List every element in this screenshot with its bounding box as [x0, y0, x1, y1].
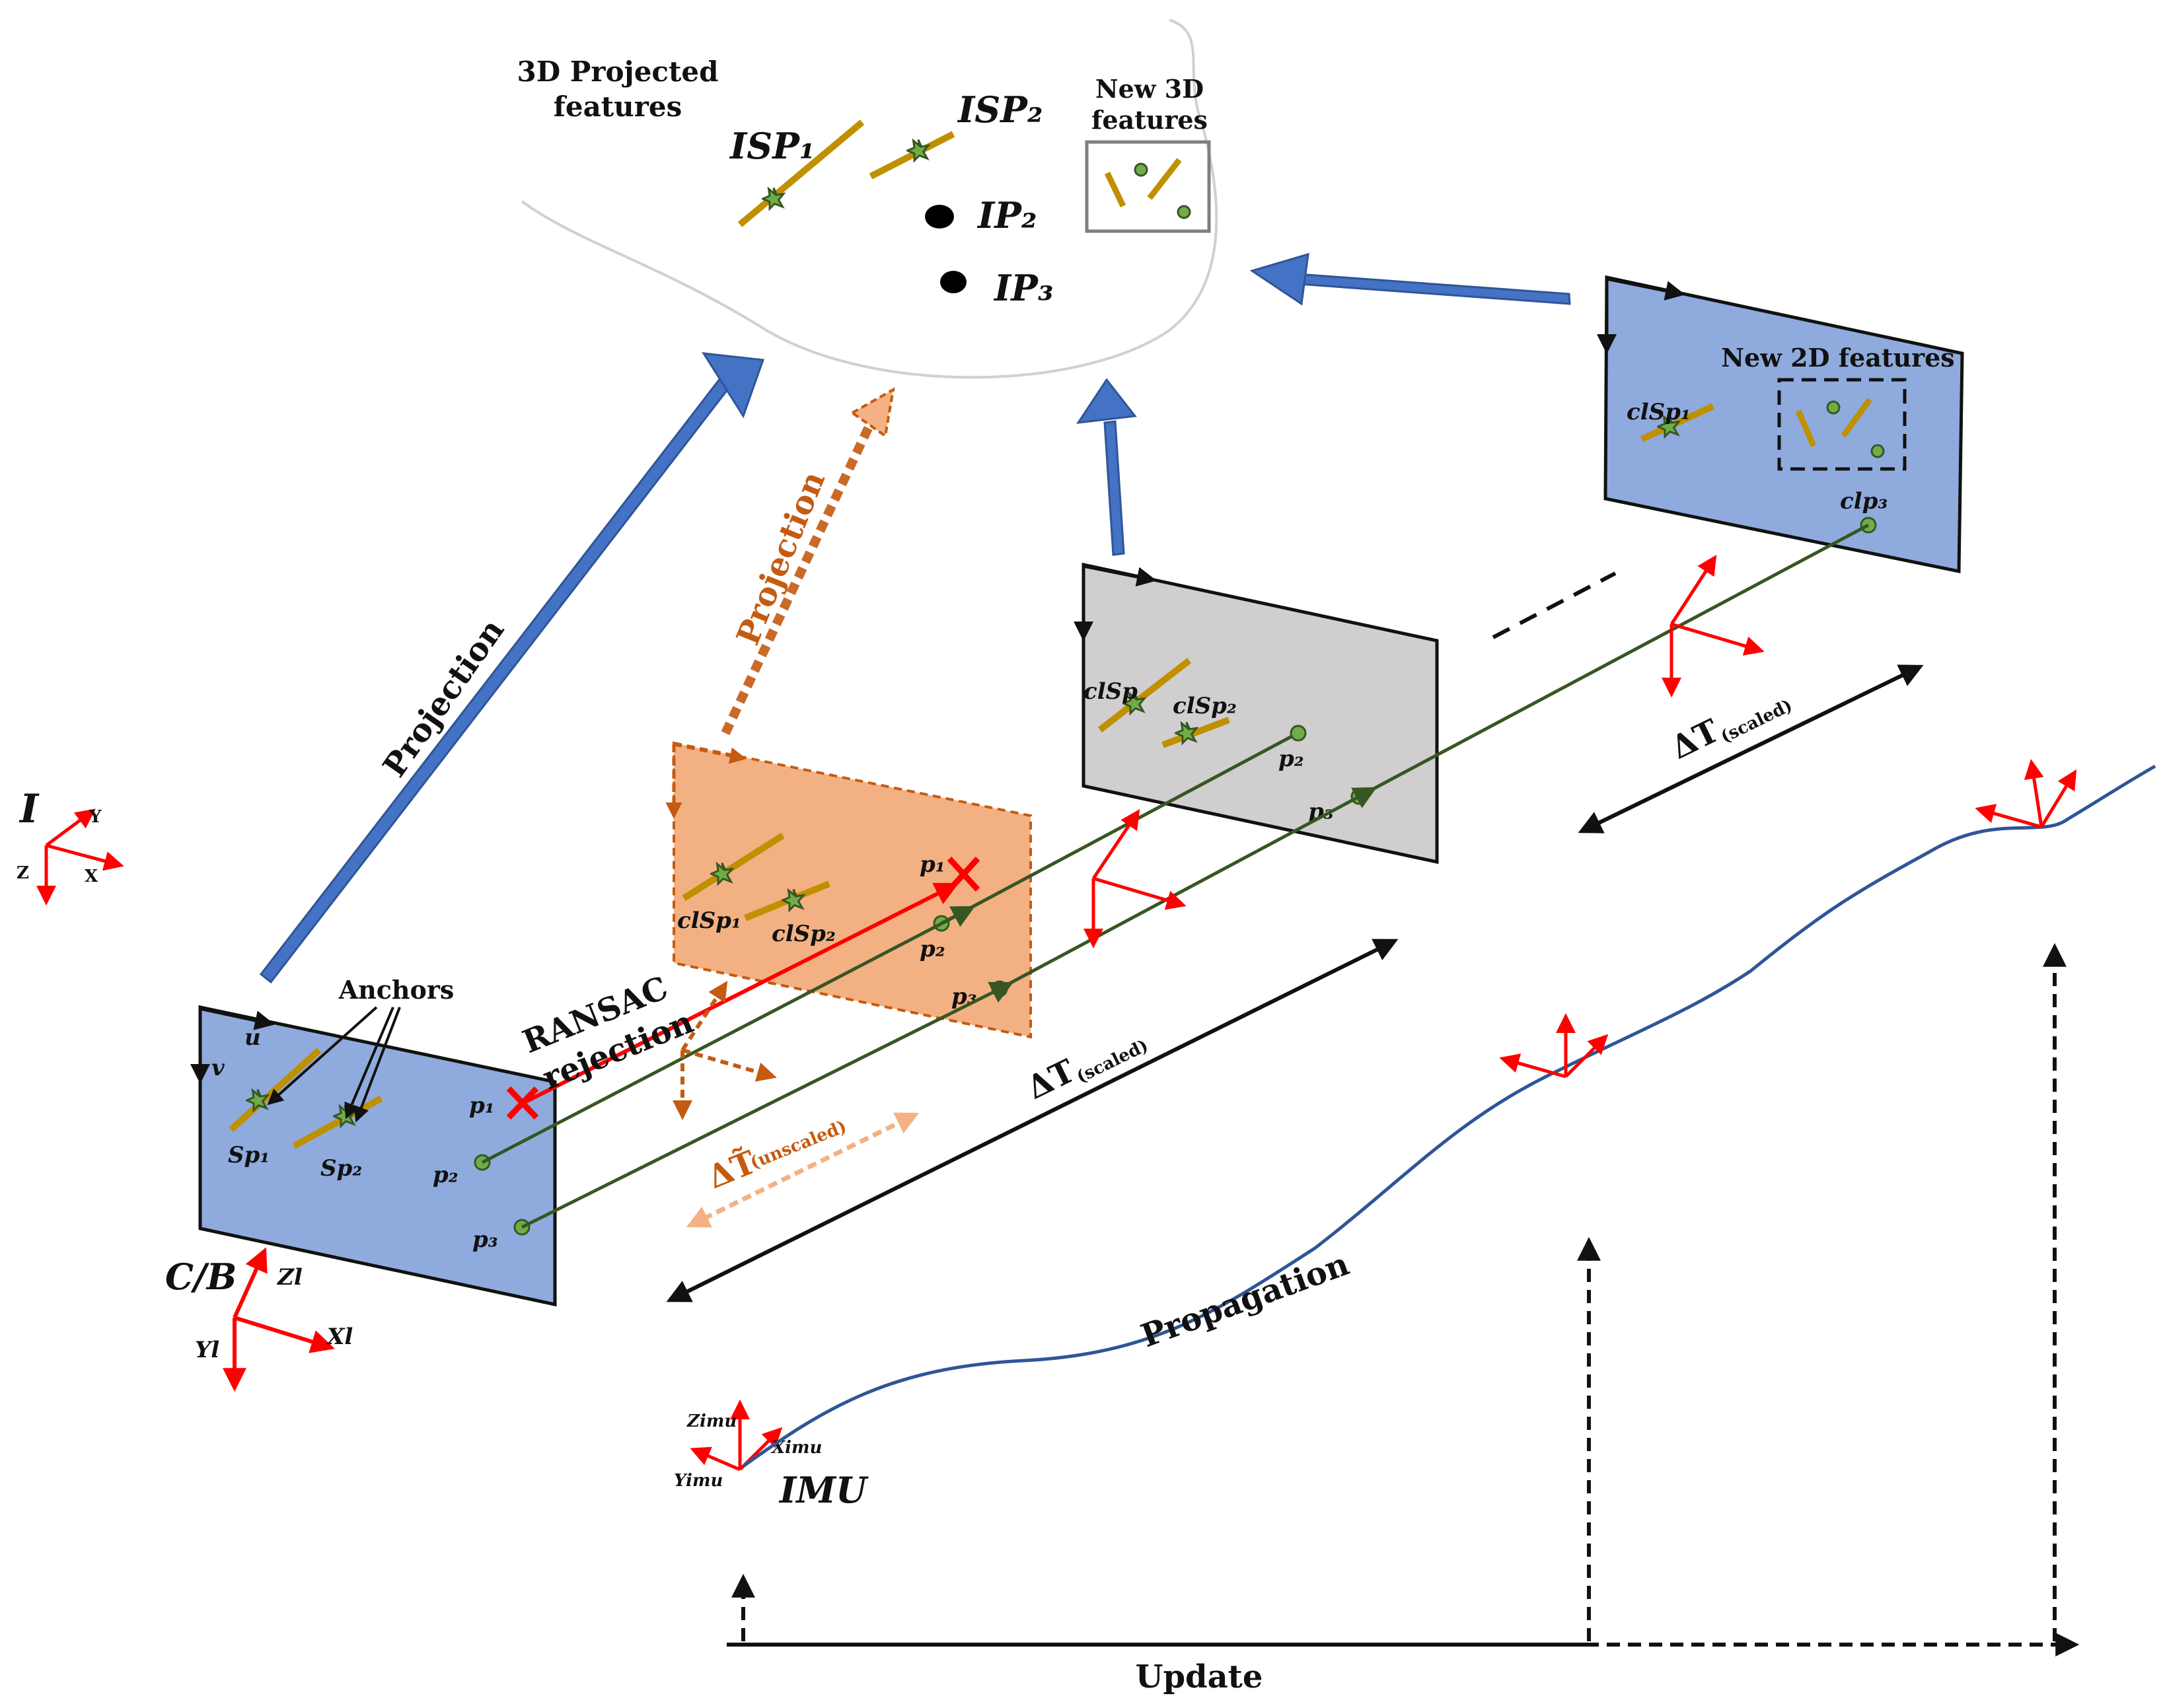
- latest-frame-clp3-label: clp₃: [1840, 488, 1888, 515]
- gray-frame-line-feature-2: [1161, 717, 1230, 748]
- p3-track-2: [998, 787, 1377, 991]
- projected-line-feature-2: [869, 131, 955, 180]
- projection-arrow-right: [1249, 252, 1571, 306]
- inertial-frame-label: I: [18, 786, 40, 832]
- delta-t-unscaled-sub: (unscaled): [747, 1117, 849, 1174]
- isp2-label: ISP₂: [957, 89, 1043, 131]
- gray-frame-clsp-label: clSp: [1083, 678, 1138, 705]
- projected-point-p3: [940, 271, 967, 293]
- camera-frame-label: C/B: [165, 1256, 237, 1298]
- orange-frame-p2-label: p₂: [920, 936, 945, 962]
- latest-frame-line-feature: [1640, 403, 1715, 443]
- projected-features-title-1: 3D Projected: [517, 55, 719, 88]
- sp2-label: Sp₂: [320, 1155, 362, 1182]
- delta-t-scaled-right-arrow: [1578, 664, 1924, 834]
- new-3d-features-title-2: features: [1091, 105, 1208, 135]
- gray-frame-clsp2-label: clSp₂: [1173, 693, 1237, 719]
- inertial-x-label: X: [85, 867, 98, 886]
- u-axis-label: u: [244, 1024, 261, 1051]
- inertial-frame-axes: [36, 808, 124, 906]
- anchors-arrow-1: [267, 1006, 378, 1106]
- camera-y-label: Yl: [195, 1337, 219, 1363]
- ip3-label: IP₃: [993, 267, 1054, 309]
- inertial-y-label: Y: [89, 807, 102, 827]
- isp1-label: ISP₁: [729, 125, 815, 167]
- inertial-z-label: Z: [17, 863, 29, 883]
- gray-frame-line-feature-1: [1097, 658, 1192, 732]
- scaled-frame-axes-1: [1083, 809, 1187, 948]
- projected-line-feature-1: [737, 120, 865, 227]
- trajectory-frame-axes-2: [1975, 759, 2077, 829]
- new-3d-features-box: [1085, 140, 1211, 233]
- sp1-label: Sp₁: [228, 1142, 270, 1168]
- update-label: Update: [1136, 1658, 1263, 1695]
- frame-latest: [1603, 275, 1964, 574]
- new-2d-features-box: [1777, 378, 1907, 471]
- gray-frame-point-p2: [1290, 725, 1307, 742]
- anchor-p1-rejected-icon: [506, 1086, 539, 1120]
- camera-frame-axes: [223, 1247, 335, 1392]
- imu-y-label: Yimu: [674, 1471, 723, 1491]
- projection-arrow-left: [259, 352, 765, 984]
- anchor-p3-label: p₃: [472, 1227, 498, 1253]
- orange-frame-p1-label: p₁: [920, 851, 945, 878]
- new-2d-features-label: New 2D features: [1721, 343, 1954, 373]
- continuation-dashes: [1492, 571, 1617, 639]
- projection-arrow-orange: [721, 387, 895, 735]
- camera-z-label: Zl: [276, 1264, 303, 1291]
- anchor-p1-label: p₁: [469, 1092, 495, 1119]
- projected-point-p2: [925, 205, 954, 229]
- trajectory-frame-axes-1: [1499, 1013, 1609, 1079]
- delta-t-scaled-right-sub: (scaled): [1718, 695, 1796, 747]
- delta-t-unscaled-label: ΔT̃: [702, 1143, 762, 1196]
- orange-frame-clsp1-label: clSp₁: [677, 907, 741, 934]
- map-cloud-outline: [521, 18, 1218, 379]
- scaled-frame-axes-2: [1662, 554, 1765, 697]
- delta-t-scaled-right-label: ΔT: [1666, 712, 1725, 766]
- p3-track-3: [1358, 523, 1870, 799]
- projection-arrow-mid: [1076, 378, 1137, 556]
- delta-t-scaled-arrow: [666, 939, 1399, 1302]
- propagation-label: Propagation: [1136, 1246, 1354, 1355]
- imu-z-label: Zimu: [686, 1411, 737, 1431]
- orange-frame-line-feature-1: [682, 832, 785, 902]
- imu-label: IMU: [778, 1469, 869, 1511]
- delta-t-unscaled-arrow: [686, 1112, 920, 1228]
- ip2-label: IP₂: [976, 194, 1037, 236]
- anchor-p2-label: p₂: [433, 1162, 459, 1188]
- camera-x-label: Xl: [326, 1324, 353, 1350]
- unscaled-frame-axes: [673, 980, 777, 1120]
- orange-frame-clsp2-label: clSp₂: [772, 921, 836, 947]
- gray-frame-p2-label: p₂: [1278, 746, 1304, 772]
- anchors-arrow-3: [353, 1007, 401, 1123]
- latest-frame-clsp1-label: clSp₁: [1627, 399, 1691, 425]
- anchors-label: Anchors: [338, 975, 455, 1005]
- frame-previous: [1082, 562, 1439, 865]
- anchors-arrow-2: [344, 1007, 394, 1120]
- new-3d-features-title-1: New 3D: [1095, 74, 1204, 104]
- orange-frame-line-feature-2: [744, 880, 830, 921]
- v-axis-label: v: [211, 1055, 225, 1081]
- projected-features-title-2: features: [554, 90, 682, 123]
- p2-track-2: [940, 734, 1293, 925]
